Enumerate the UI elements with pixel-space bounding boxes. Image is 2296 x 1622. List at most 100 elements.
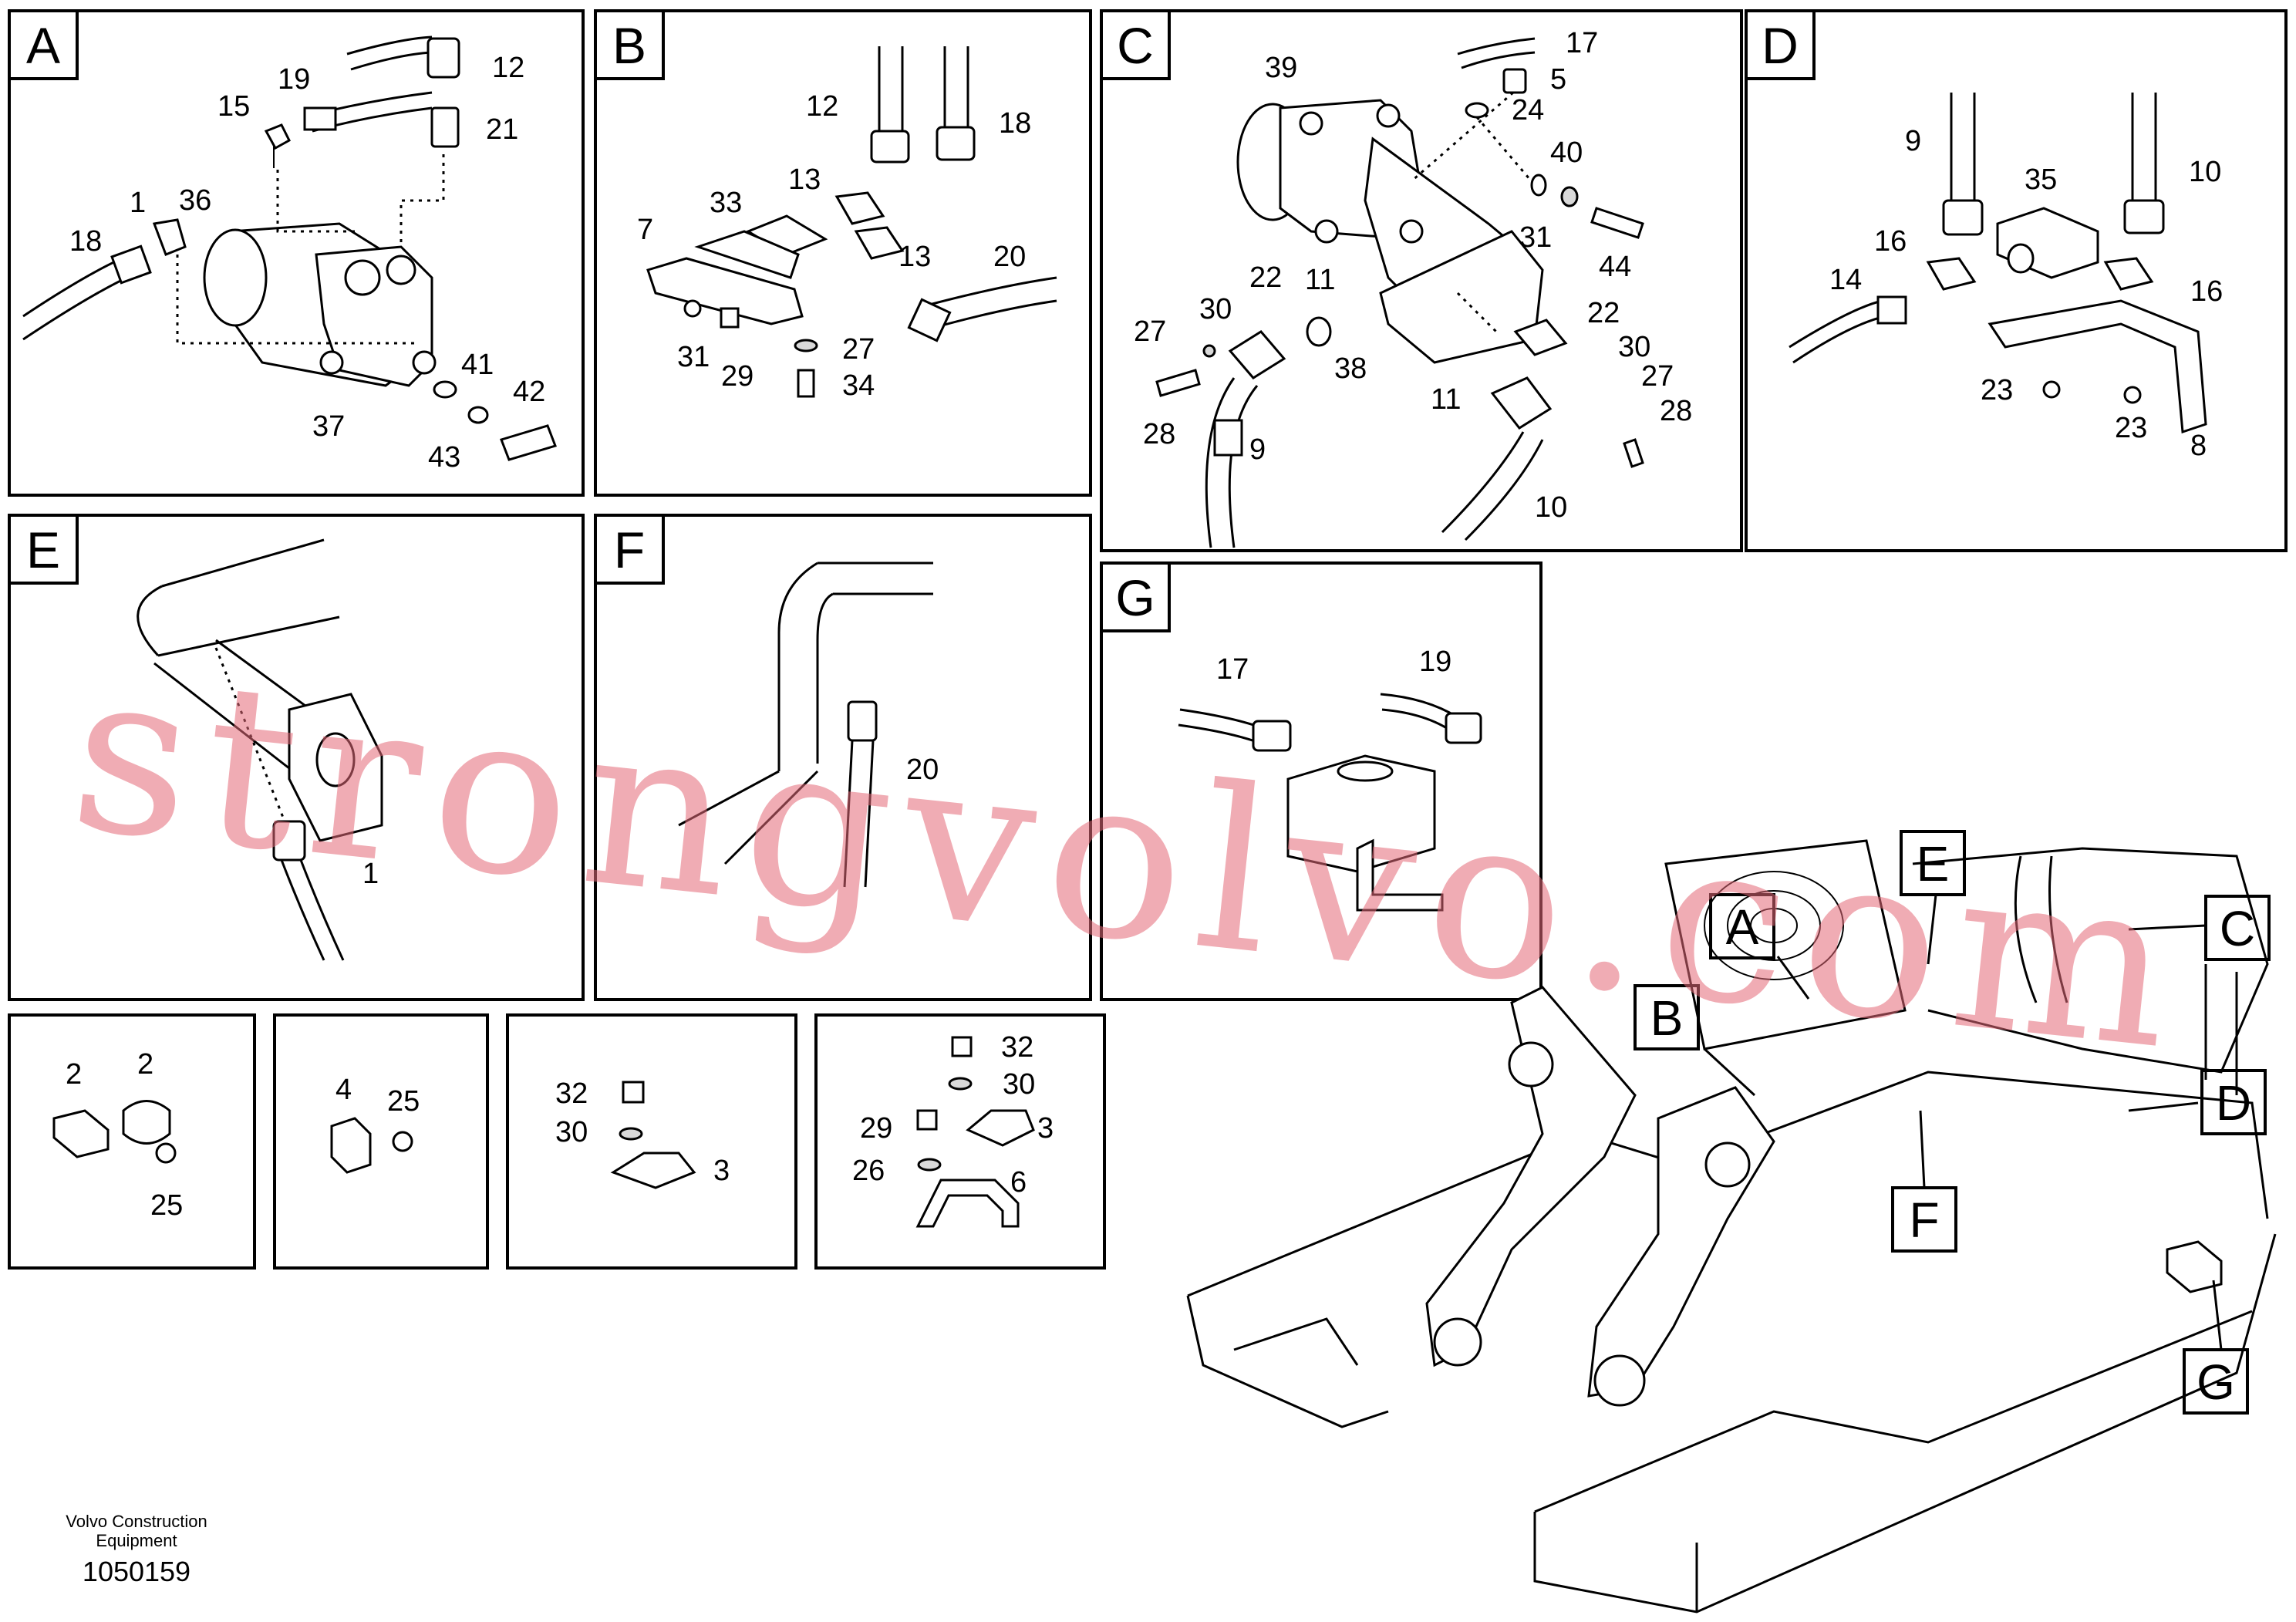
overview-callouts: A E C B D F G — [1633, 830, 2271, 1415]
pipe-drawing-e — [137, 538, 383, 961]
panel-d: D 9 10 35 16 16 14 23 23 8 — [1745, 9, 2288, 552]
svg-text:16: 16 — [1874, 225, 1907, 258]
svg-text:14: 14 — [1829, 264, 1862, 296]
panel-d-callouts: 9 10 35 16 16 14 23 23 8 — [1829, 125, 2223, 462]
svg-text:41: 41 — [461, 349, 494, 381]
svg-text:24: 24 — [1512, 94, 1544, 126]
panel-a: A 1 36 18 15 19 — [8, 9, 585, 497]
svg-text:35: 35 — [2025, 164, 2057, 196]
panel-f: F 20 — [594, 514, 1092, 1001]
svg-text:29: 29 — [721, 360, 754, 393]
panel-e-callout: 1 — [362, 858, 379, 890]
pipe-drawing-f — [678, 561, 933, 888]
svg-text:33: 33 — [710, 187, 742, 219]
svg-text:27: 27 — [1134, 315, 1166, 348]
panel-d-letter: D — [1762, 17, 1799, 74]
svg-text:10: 10 — [2189, 156, 2221, 188]
svg-text:3: 3 — [1037, 1112, 1054, 1145]
svg-text:2: 2 — [137, 1048, 153, 1081]
svg-text:21: 21 — [486, 113, 518, 146]
svg-text:9: 9 — [1249, 433, 1266, 466]
svg-text:22: 22 — [1249, 261, 1282, 294]
svg-text:44: 44 — [1599, 251, 1631, 283]
svg-text:38: 38 — [1334, 352, 1367, 385]
callout-d: D — [2216, 1075, 2251, 1131]
callout-f: F — [1909, 1192, 1939, 1248]
panel-b: B 12 18 33 13 13 7 20 31 2 — [594, 9, 1092, 497]
svg-text:32: 32 — [555, 1077, 588, 1110]
manifold-drawing — [646, 46, 1057, 398]
panel-a-callouts: 1 36 18 15 19 12 21 37 41 42 43 — [69, 52, 545, 474]
svg-text:2: 2 — [66, 1058, 82, 1091]
svg-text:5: 5 — [1550, 63, 1566, 96]
block-drawing-g — [1178, 693, 1482, 912]
svg-text:37: 37 — [312, 410, 345, 443]
svg-text:9: 9 — [1905, 125, 1921, 157]
svg-text:11: 11 — [1305, 264, 1335, 296]
svg-text:39: 39 — [1265, 52, 1297, 84]
machine-overview — [1186, 839, 2277, 1614]
svg-text:29: 29 — [860, 1112, 892, 1145]
svg-text:12: 12 — [806, 90, 838, 123]
panel-clamp-4: 4 25 — [273, 1013, 489, 1270]
svg-text:28: 28 — [1143, 418, 1175, 450]
panel-c-letter: C — [1117, 17, 1154, 74]
svg-text:23: 23 — [2115, 412, 2147, 444]
motor-drawing — [1155, 37, 1644, 548]
svg-text:25: 25 — [387, 1085, 420, 1118]
block-drawing — [1789, 93, 2207, 434]
panel-g-callout-19: 19 — [1419, 646, 1451, 678]
svg-text:18: 18 — [69, 225, 102, 258]
svg-text:3: 3 — [713, 1155, 730, 1187]
svg-text:1: 1 — [130, 187, 146, 219]
svg-text:27: 27 — [1641, 360, 1674, 393]
panel-a-letter: A — [26, 17, 60, 74]
svg-text:17: 17 — [1566, 27, 1598, 59]
svg-text:31: 31 — [1519, 221, 1552, 254]
svg-text:19: 19 — [278, 63, 310, 96]
svg-text:30: 30 — [1003, 1068, 1035, 1101]
svg-text:30: 30 — [555, 1116, 588, 1148]
svg-text:15: 15 — [217, 90, 250, 123]
svg-text:18: 18 — [999, 107, 1031, 140]
panel-c-callouts: 39 17 5 24 40 31 44 22 11 30 27 28 9 38 … — [1134, 27, 1692, 524]
panel-clamp-bracket-6: 32 30 29 3 26 6 — [814, 1013, 1106, 1270]
svg-text:30: 30 — [1618, 331, 1650, 363]
svg-text:8: 8 — [2190, 430, 2207, 462]
callout-e: E — [1917, 836, 1950, 892]
svg-text:25: 25 — [150, 1189, 183, 1222]
svg-text:32: 32 — [1001, 1031, 1033, 1064]
svg-text:27: 27 — [842, 333, 875, 366]
watermark: strongvolvo.com — [61, 620, 2197, 1101]
svg-text:16: 16 — [2190, 275, 2223, 308]
svg-text:42: 42 — [513, 376, 545, 408]
svg-text:34: 34 — [842, 369, 875, 402]
svg-text:43: 43 — [428, 441, 460, 474]
panel-f-letter: F — [614, 521, 645, 578]
panel-b-letter: B — [612, 17, 646, 74]
panel-e-letter: E — [26, 521, 60, 578]
svg-text:6: 6 — [1010, 1166, 1027, 1199]
panel-g-letter: G — [1115, 569, 1155, 626]
panel-g: G 17 19 — [1100, 561, 1542, 1001]
panel-clamp-3: 32 30 3 — [506, 1013, 797, 1270]
callout-g: G — [2197, 1354, 2235, 1410]
svg-text:12: 12 — [492, 52, 524, 84]
svg-text:10: 10 — [1535, 491, 1567, 524]
svg-text:26: 26 — [852, 1155, 885, 1187]
svg-text:4: 4 — [335, 1074, 352, 1106]
svg-text:23: 23 — [1981, 374, 2013, 406]
callout-a: A — [1726, 899, 1759, 955]
svg-text:13: 13 — [788, 164, 821, 196]
panel-b-callouts: 12 18 33 13 13 7 20 31 29 27 34 — [637, 90, 1031, 402]
svg-text:31: 31 — [677, 341, 710, 373]
footer: Volvo Construction Equipment 1050159 — [66, 1512, 207, 1587]
drawing-number: 1050159 — [83, 1556, 190, 1587]
svg-text:13: 13 — [899, 241, 931, 273]
svg-text:22: 22 — [1587, 297, 1620, 329]
panel-c: C 39 17 5 — [1100, 9, 1743, 552]
svg-text:11: 11 — [1431, 383, 1461, 416]
company-line-2: Equipment — [96, 1531, 177, 1550]
panel-e: E 1 — [8, 514, 585, 1001]
